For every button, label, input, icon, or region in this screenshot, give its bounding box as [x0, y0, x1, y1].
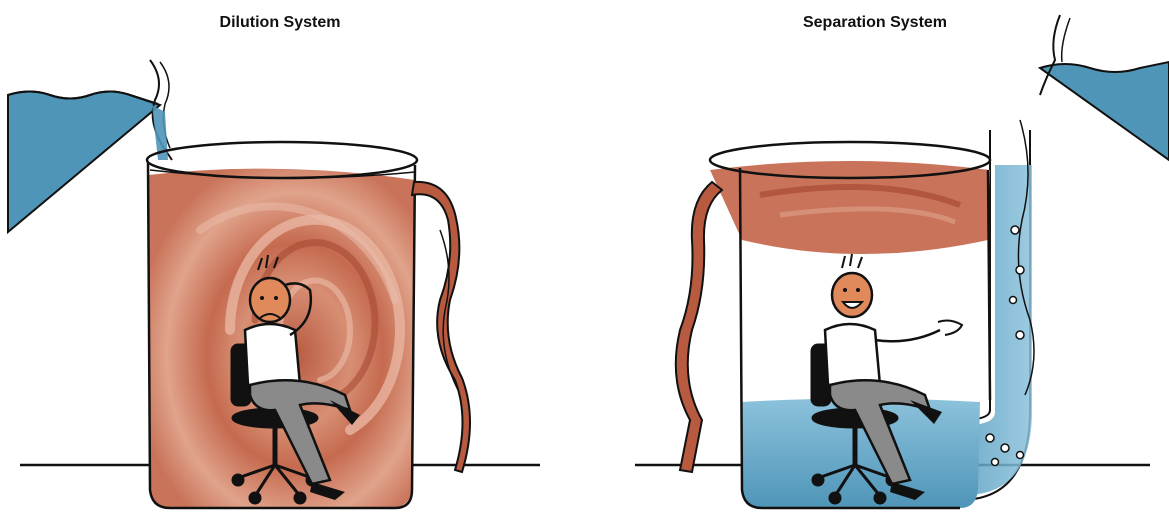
beaker-left	[145, 140, 419, 510]
water-reservoir-right	[1037, 60, 1169, 162]
water-reservoir-left	[7, 90, 163, 235]
worried-person	[230, 254, 360, 505]
happy-face	[830, 271, 874, 319]
overflow-stream-left	[410, 180, 471, 474]
beaker-right	[708, 140, 992, 510]
dilution-system-title: Dilution System	[219, 14, 341, 31]
overflow-stream-right	[674, 180, 724, 474]
worried-face	[248, 276, 292, 324]
separation-system-title: Separation System	[802, 14, 948, 31]
clean-water-layer	[742, 398, 980, 508]
separation-panel	[635, 14, 1169, 510]
pour-stream-right	[1039, 14, 1061, 96]
reservoir-wave-line	[7, 90, 159, 105]
dilution-panel	[7, 59, 540, 510]
happy-person	[810, 253, 964, 505]
